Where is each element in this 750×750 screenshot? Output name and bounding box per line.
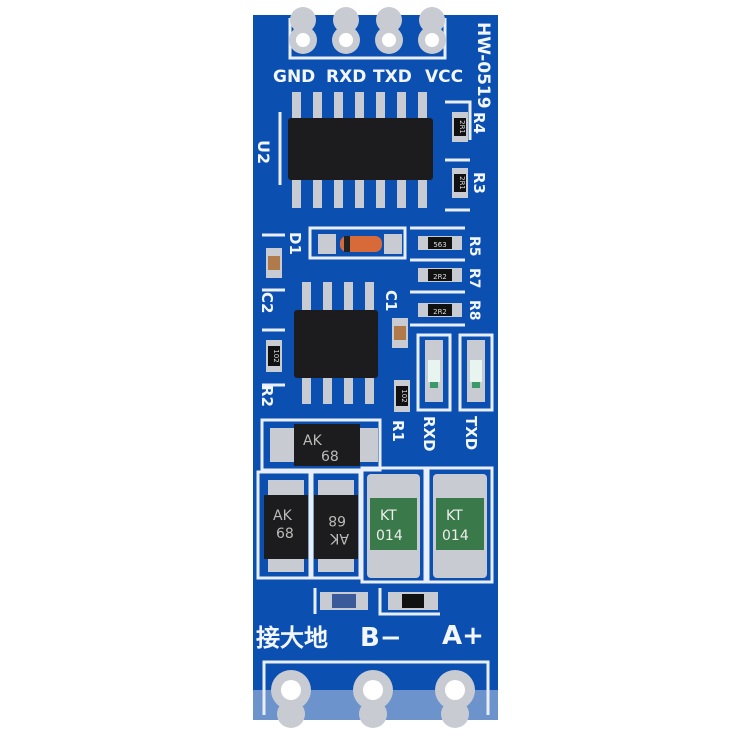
- capacitor-c2: [262, 233, 285, 292]
- label-c1: C1: [382, 290, 400, 311]
- label-r7: R7: [466, 268, 482, 289]
- label-r5: R5: [466, 236, 482, 257]
- tvs-marking-2b: 68: [276, 526, 294, 542]
- resistor-r3: [445, 168, 470, 212]
- bottom-resistors: [313, 588, 440, 616]
- tvs-diode-left: AK 68: [256, 470, 312, 580]
- fuse-marking-2b: 014: [442, 528, 469, 544]
- label-txd-led: TXD: [462, 416, 480, 450]
- resistors-r5-r7-r8: [410, 226, 465, 327]
- label-r4: R4: [470, 112, 488, 134]
- label-r1: R1: [389, 420, 407, 442]
- tvs-marking-1: AK: [303, 433, 323, 449]
- label-a-plus: A+: [442, 621, 484, 651]
- fuse-2: KT 014: [426, 466, 494, 584]
- resistor-r1: [394, 380, 410, 412]
- fuse-marking-1: KT: [380, 508, 397, 524]
- resistor-code-r4: 2R1: [458, 120, 466, 134]
- label-c2: C2: [258, 292, 276, 313]
- resistor-code-r8: 2R2: [433, 308, 447, 316]
- tvs-diode-horizontal: AK 68: [260, 418, 382, 472]
- label-txd: TXD: [373, 67, 412, 87]
- tvs-marking-3b: 68: [328, 512, 346, 528]
- label-rxd-led: RXD: [420, 416, 438, 452]
- led-txd: [458, 333, 494, 412]
- fuse-marking-2: KT: [446, 508, 463, 524]
- tvs-marking-1b: 68: [321, 449, 339, 465]
- led-rxd: [416, 333, 452, 412]
- tvs-marking-2: AK: [273, 508, 293, 524]
- resistor-code-r1: 102: [400, 389, 408, 402]
- resistor-code-r3: 2R1: [458, 176, 466, 190]
- label-b-minus: B−: [360, 623, 402, 653]
- tvs-diode-middle: AK 68: [310, 470, 362, 580]
- board-model: HW-0519: [473, 22, 493, 109]
- capacitor-c1: [392, 318, 408, 348]
- ic-u1: [294, 282, 378, 404]
- tvs-marking-3: AK: [329, 530, 349, 546]
- fuse-marking-1b: 014: [376, 528, 403, 544]
- label-r8: R8: [466, 300, 482, 321]
- resistor-r2: [262, 328, 285, 387]
- resistor-code-r5: 563: [433, 241, 446, 249]
- ic-u2: [278, 92, 433, 208]
- fuse-1: KT 014: [360, 466, 427, 584]
- label-d1: D1: [286, 232, 304, 255]
- diode-d1: [308, 226, 407, 260]
- label-r3: R3: [470, 172, 488, 194]
- label-gnd: GND: [273, 67, 315, 87]
- resistor-code-r2: 102: [272, 349, 280, 362]
- terminal-holes: [262, 660, 490, 728]
- label-ground: 接大地: [256, 624, 328, 652]
- resistor-code-r7: 2R2: [433, 273, 447, 281]
- label-u2: U2: [254, 140, 273, 164]
- label-rxd: RXD: [326, 67, 366, 87]
- header-pins: [288, 7, 447, 60]
- label-r2: R2: [258, 385, 276, 407]
- resistor-r4: [445, 100, 472, 162]
- label-vcc: VCC: [425, 67, 463, 87]
